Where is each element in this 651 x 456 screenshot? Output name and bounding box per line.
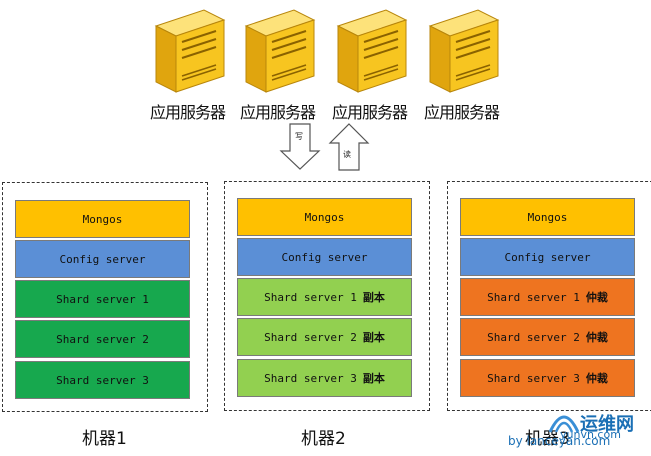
app-server-label: 应用服务器 xyxy=(424,103,500,122)
watermark-url-2: yunvn.com xyxy=(560,428,621,441)
shard-replica-box: Shard server 3 副本 xyxy=(237,359,412,397)
shard-server-box: Shard server 2 xyxy=(15,320,190,358)
machine-1-group: Mongos Config server Shard server 1 Shar… xyxy=(2,182,208,412)
app-server-icon xyxy=(330,4,412,96)
config-server-box: Config server xyxy=(237,238,412,276)
shard-server-box: Shard server 3 xyxy=(15,361,190,399)
shard-replica-box: Shard server 1 副本 xyxy=(237,278,412,316)
shard-server-box: Shard server 1 xyxy=(15,280,190,318)
app-server-label: 应用服务器 xyxy=(150,103,226,122)
machine-2-label: 机器2 xyxy=(301,429,346,449)
config-server-box: Config server xyxy=(15,240,190,278)
machine-2-group: Mongos Config server Shard server 1 副本 Sh… xyxy=(224,181,430,411)
shard-server-label: Shard server 2 xyxy=(264,330,357,344)
shard-server-label: Shard server 1 xyxy=(264,290,357,304)
app-server-icon xyxy=(148,4,230,96)
mongos-box: Mongos xyxy=(237,198,412,236)
read-arrow-icon xyxy=(328,123,370,171)
config-server-label: Config server xyxy=(59,252,146,266)
watermark-logo-icon xyxy=(546,406,582,440)
write-arrow-icon xyxy=(279,123,321,171)
mongos-box: Mongos xyxy=(460,198,635,236)
shard-arbiter-box: Shard server 3 仲裁 xyxy=(460,359,635,397)
replica-tag: 副本 xyxy=(362,331,385,344)
shard-server-label: Shard server 1 xyxy=(56,292,149,306)
shard-server-label: Shard server 3 xyxy=(56,373,149,387)
watermark-url: by lanceyan.com xyxy=(508,434,611,448)
config-server-box: Config server xyxy=(460,238,635,276)
mongos-box: Mongos xyxy=(15,200,190,238)
shard-server-label: Shard server 2 xyxy=(56,332,149,346)
config-server-label: Config server xyxy=(504,250,591,264)
shard-server-label: Shard server 1 xyxy=(487,290,580,304)
machine-1-label: 机器1 xyxy=(82,429,127,449)
shard-replica-box: Shard server 2 副本 xyxy=(237,318,412,356)
machine-3-label: 机器3 xyxy=(525,429,570,449)
shard-server-label: Shard server 2 xyxy=(487,330,580,344)
shard-server-label: Shard server 3 xyxy=(487,371,580,385)
app-server-icon xyxy=(238,4,320,96)
shard-arbiter-box: Shard server 1 仲裁 xyxy=(460,278,635,316)
replica-tag: 副本 xyxy=(362,372,385,385)
arbiter-tag: 仲裁 xyxy=(585,291,608,304)
config-server-label: Config server xyxy=(281,250,368,264)
app-server-icon xyxy=(422,4,504,96)
mongos-label: Mongos xyxy=(82,212,123,226)
shard-server-label: Shard server 3 xyxy=(264,371,357,385)
watermark-name: 运维网 xyxy=(580,414,634,435)
read-label: 读 xyxy=(343,150,351,159)
app-server-label: 应用服务器 xyxy=(332,103,408,122)
arbiter-tag: 仲裁 xyxy=(585,372,608,385)
shard-arbiter-box: Shard server 2 仲裁 xyxy=(460,318,635,356)
arbiter-tag: 仲裁 xyxy=(585,331,608,344)
replica-tag: 副本 xyxy=(362,291,385,304)
mongos-label: Mongos xyxy=(304,210,345,224)
write-label: 写 xyxy=(295,132,303,141)
app-server-label: 应用服务器 xyxy=(240,103,316,122)
machine-3-group: Mongos Config server Shard server 1 仲裁 Sh… xyxy=(447,181,651,411)
mongos-label: Mongos xyxy=(527,210,568,224)
